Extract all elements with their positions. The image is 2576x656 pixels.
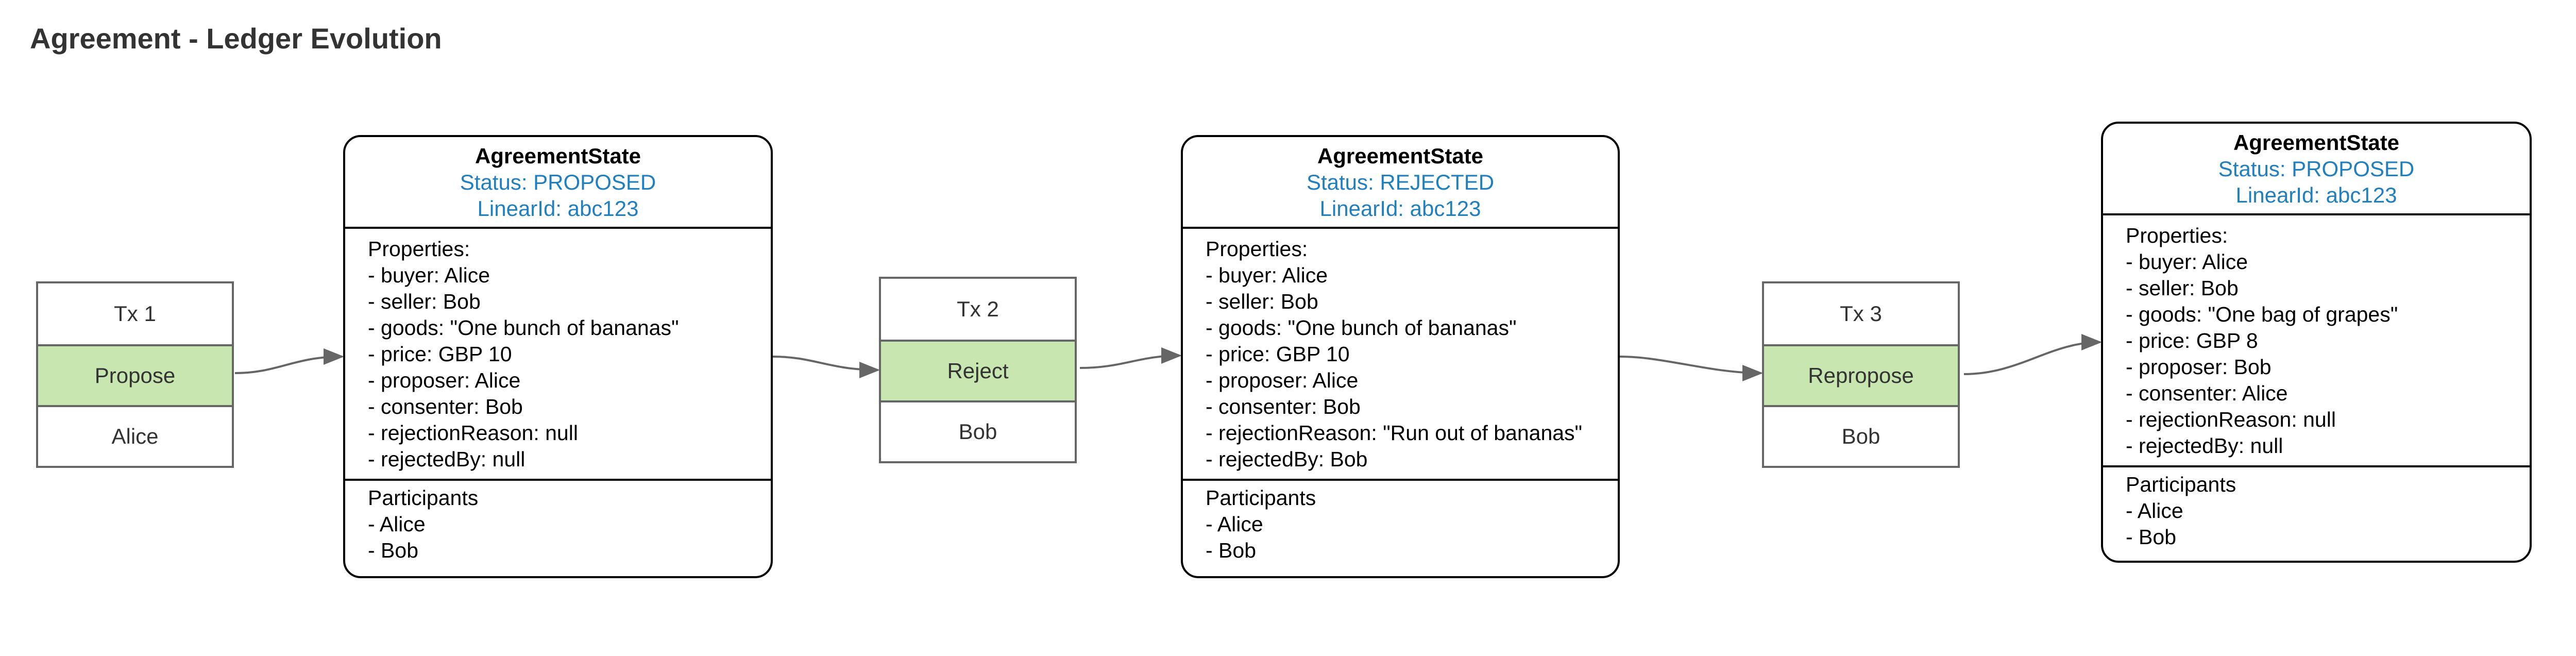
property-line: - seller: Bob: [2126, 276, 2239, 300]
property-line: - consenter: Bob: [368, 395, 523, 418]
property-line: - seller: Bob: [368, 290, 481, 313]
property-line: - price: GBP 10: [368, 342, 512, 366]
page-title: Agreement - Ledger Evolution: [30, 22, 442, 55]
tx-label: Tx 3: [1840, 301, 1882, 326]
state-status: Status: PROPOSED: [2218, 156, 2415, 181]
properties-heading: Properties:: [368, 237, 470, 261]
property-line: - rejectedBy: null: [2126, 434, 2283, 458]
tx-box-1[interactable]: Tx 1 Propose Alice: [36, 281, 234, 468]
state-name: AgreementState: [2233, 130, 2400, 155]
participants-heading: Participants: [1206, 486, 1316, 510]
state-name: AgreementState: [1317, 143, 1484, 168]
tx-command: Propose: [38, 344, 232, 405]
tx-label: Tx 2: [957, 297, 999, 321]
property-line: - price: GBP 10: [1206, 342, 1350, 366]
state-header: AgreementState Status: PROPOSED LinearId…: [345, 137, 771, 229]
state-linear-id: LinearId: abc123: [477, 196, 639, 221]
property-line: - rejectedBy: null: [368, 447, 526, 471]
state-properties: Properties: - buyer: Alice - seller: Bob…: [1183, 229, 1618, 481]
state-status: Status: PROPOSED: [460, 170, 656, 194]
property-line: - goods: "One bunch of bananas": [368, 316, 679, 340]
tx-signer: Bob: [881, 400, 1075, 461]
property-line: - rejectionReason: null: [2126, 408, 2336, 431]
arrow-state2-to-tx3: [1619, 356, 1763, 381]
state-properties: Properties: - buyer: Alice - seller: Bob…: [345, 229, 771, 481]
property-line: - seller: Bob: [1206, 290, 1318, 313]
property-line: - price: GBP 8: [2126, 329, 2258, 352]
property-line: - buyer: Alice: [368, 263, 490, 287]
property-line: - goods: "One bag of grapes": [2126, 302, 2398, 326]
property-line: - buyer: Alice: [2126, 250, 2248, 274]
property-line: - rejectedBy: Bob: [1206, 447, 1368, 471]
agreement-state-box-2[interactable]: AgreementState Status: REJECTED LinearId…: [1181, 135, 1620, 578]
participants-heading: Participants: [368, 486, 479, 510]
participant-line: - Bob: [1206, 539, 1256, 562]
arrow-tx3-to-state3: [1963, 334, 2102, 375]
state-properties: Properties: - buyer: Alice - seller: Bob…: [2103, 215, 2530, 467]
tx-box-3[interactable]: Tx 3 Repropose Bob: [1762, 281, 1960, 468]
property-line: - proposer: Alice: [1206, 368, 1359, 392]
participant-line: - Alice: [368, 512, 426, 536]
property-line: - proposer: Alice: [368, 368, 521, 392]
property-line: - rejectionReason: "Run out of bananas": [1206, 421, 1583, 445]
state-linear-id: LinearId: abc123: [2235, 182, 2397, 207]
tx-label: Tx 1: [114, 301, 156, 326]
state-participants: Participants - Alice - Bob: [1183, 481, 1618, 564]
property-line: - rejectionReason: null: [368, 421, 578, 445]
property-line: - buyer: Alice: [1206, 263, 1328, 287]
state-participants: Participants - Alice - Bob: [345, 481, 771, 564]
property-line: - goods: "One bunch of bananas": [1206, 316, 1517, 340]
participant-line: - Alice: [2126, 499, 2183, 523]
tx-signer: Bob: [1764, 405, 1958, 466]
state-header: AgreementState Status: PROPOSED LinearId…: [2103, 124, 2530, 215]
arrow-tx2-to-state2: [1079, 347, 1182, 369]
arrow-state1-to-tx2: [772, 356, 880, 378]
state-linear-id: LinearId: abc123: [1319, 196, 1481, 221]
participant-line: - Bob: [368, 539, 418, 562]
participants-heading: Participants: [2126, 473, 2236, 496]
tx-command: Reject: [881, 340, 1075, 400]
properties-heading: Properties:: [2126, 224, 2228, 247]
property-line: - proposer: Bob: [2126, 355, 2272, 379]
arrow-tx1-to-state1: [234, 348, 344, 374]
state-header: AgreementState Status: REJECTED LinearId…: [1183, 137, 1618, 229]
participant-line: - Bob: [2126, 525, 2176, 549]
tx-box-2[interactable]: Tx 2 Reject Bob: [879, 277, 1077, 463]
tx-signer: Alice: [38, 405, 232, 466]
agreement-state-box-1[interactable]: AgreementState Status: PROPOSED LinearId…: [343, 135, 773, 578]
agreement-state-box-3[interactable]: AgreementState Status: PROPOSED LinearId…: [2101, 122, 2532, 563]
participant-line: - Alice: [1206, 512, 1263, 536]
state-participants: Participants - Alice - Bob: [2103, 467, 2530, 550]
property-line: - consenter: Bob: [1206, 395, 1361, 418]
state-status: Status: REJECTED: [1306, 170, 1495, 194]
properties-heading: Properties:: [1206, 237, 1308, 261]
state-name: AgreementState: [474, 143, 641, 168]
property-line: - consenter: Alice: [2126, 381, 2288, 405]
tx-command: Repropose: [1764, 344, 1958, 405]
